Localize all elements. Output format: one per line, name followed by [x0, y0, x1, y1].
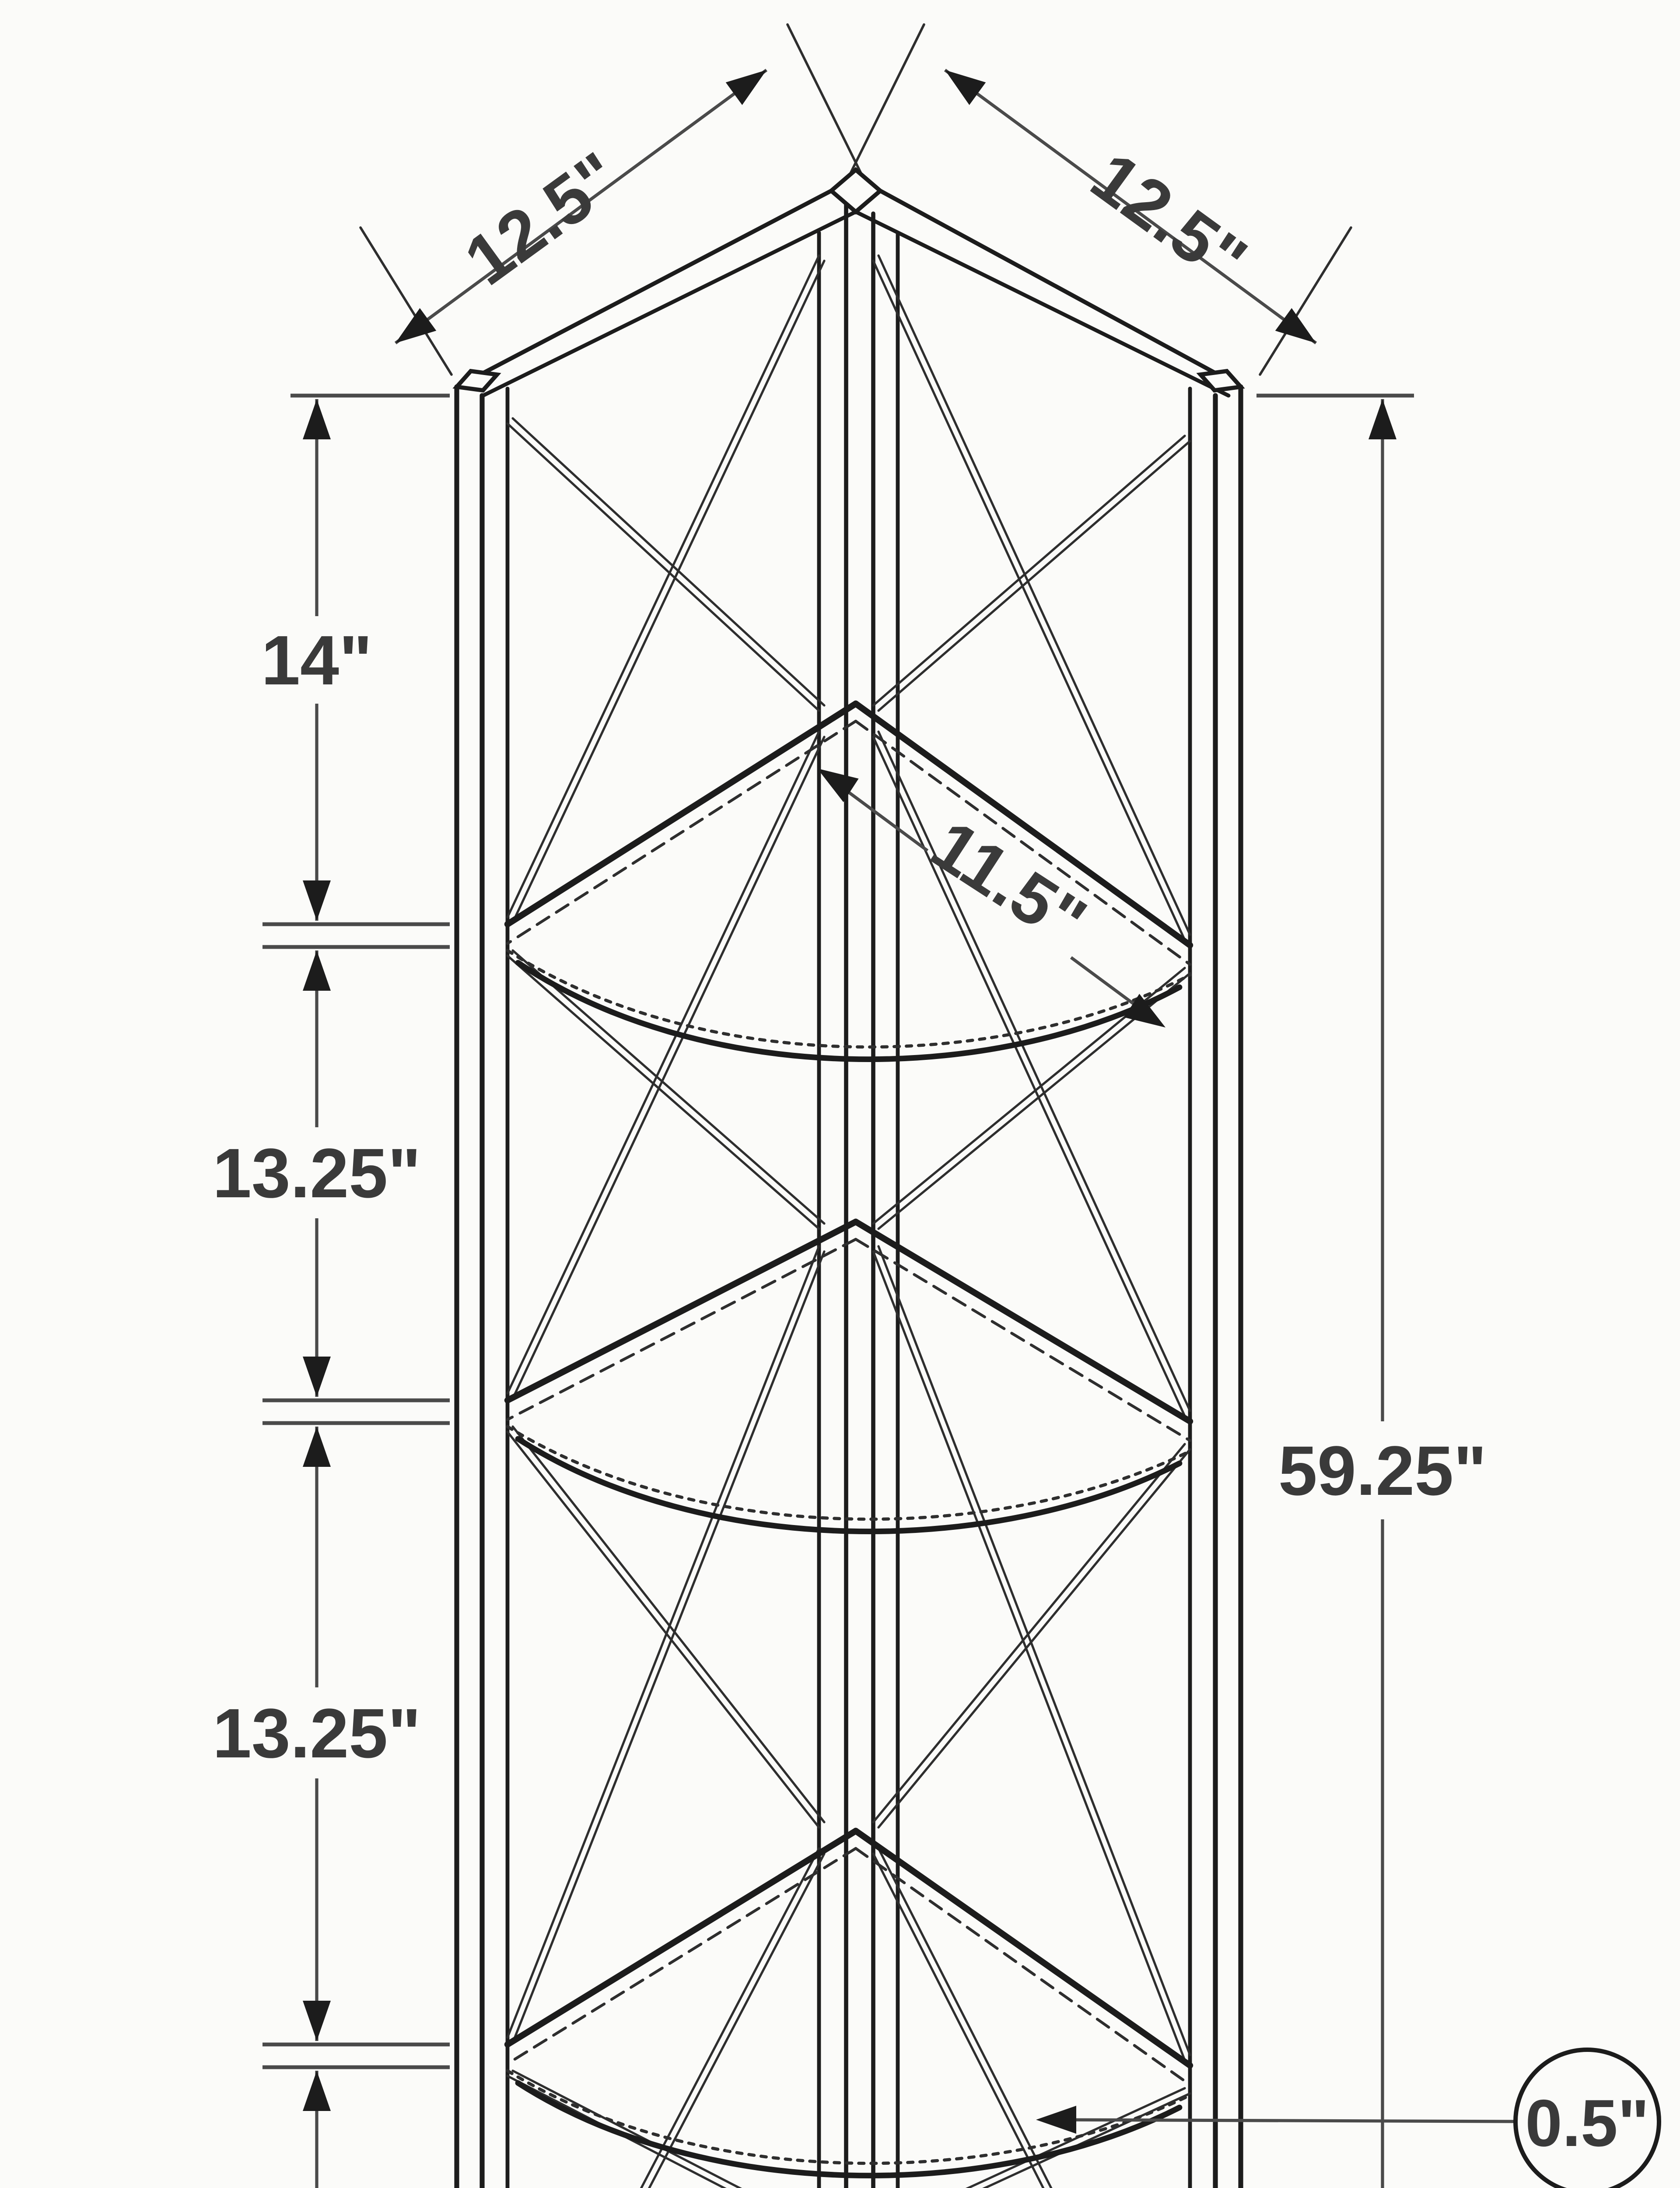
shelf-apron-top-arc	[506, 1425, 1192, 1521]
dim-label-14: 14"	[261, 621, 372, 699]
arrow-up	[303, 399, 331, 439]
dim-overall-height: 59.25"	[1278, 399, 1487, 2188]
arrow-down-left	[387, 308, 437, 354]
callout-shelf-thickness: 0.5"	[1036, 2048, 1661, 2188]
apex-joint	[828, 167, 884, 215]
x-brace-left-1	[506, 254, 826, 924]
cross-braces	[506, 254, 1191, 2188]
dimension-ticks	[262, 393, 1414, 2069]
right-post	[1188, 368, 1245, 2188]
shelf-3	[504, 1827, 1194, 2178]
shelf-under-edge	[854, 1847, 1192, 2086]
arrow-down	[303, 1357, 331, 1397]
shelf-under-edge	[506, 1238, 858, 1421]
arrow-down-right	[1275, 308, 1324, 354]
top-rail-left-inner	[481, 210, 858, 398]
top-rail-left-outer	[455, 189, 833, 389]
dim-chain-left: 14" 13.25" 13.25" 13.25"	[213, 399, 421, 2188]
left-post	[452, 368, 510, 2188]
dim-label-12-5-left: 12.5"	[451, 137, 634, 300]
frame	[452, 167, 1245, 2188]
dim-label-13-25-b: 13.25"	[213, 1694, 421, 1772]
callout-circle	[1513, 2048, 1661, 2188]
apex-extension-right	[844, 23, 925, 185]
arrow-down	[303, 880, 331, 921]
arrow-up-right	[725, 59, 775, 105]
arrow-down	[303, 2001, 331, 2041]
shelf-apron-bottom-arc	[515, 1436, 1183, 1534]
shelf-edge	[852, 1827, 1194, 2069]
shelf-apron-top-arc	[506, 2069, 1192, 2165]
shelf-under-edge	[854, 719, 1192, 966]
shelf-apron-bottom-arc	[515, 960, 1183, 1062]
arrow-up	[1368, 399, 1396, 439]
shelf-edge	[852, 1218, 1194, 1425]
arrow-up-left	[937, 59, 986, 105]
extension-lines	[359, 23, 1352, 376]
shelf-edge	[504, 700, 859, 928]
dim-line-left	[394, 69, 768, 344]
cap-extension-right	[1259, 226, 1352, 376]
x-brace-right-4	[872, 1847, 1191, 2188]
left-post-cap	[452, 368, 501, 393]
top-rail-right-inner	[854, 210, 1231, 398]
shelf-edge	[852, 700, 1194, 949]
shelf-edge	[504, 1827, 859, 2048]
shelf-under-edge	[506, 1847, 858, 2065]
shelf-edge	[504, 1218, 859, 1404]
dim-label-12-5-right: 12.5"	[1078, 137, 1261, 300]
x-brace-left-3	[506, 1245, 826, 2044]
callout-label-0-5: 0.5"	[1525, 2086, 1649, 2160]
shelf-1	[504, 700, 1194, 1062]
cap-extension-left	[359, 226, 453, 376]
arrow-up	[303, 950, 331, 991]
shelf-under-edge	[506, 719, 858, 945]
dim-line-right	[944, 69, 1317, 344]
shelf-apron-top-arc	[506, 949, 1192, 1049]
shelves	[504, 700, 1194, 2178]
right-post-cap	[1196, 368, 1245, 393]
x-brace-right-1	[872, 254, 1191, 941]
center-post	[817, 203, 900, 2188]
arrow-up	[303, 2071, 331, 2111]
dim-label-11-5: 11.5"	[918, 805, 1100, 961]
shelf-2	[504, 1218, 1194, 1534]
apex-extension-left	[786, 23, 868, 185]
x-brace-right-3	[872, 1245, 1191, 2062]
x-brace-left-2	[506, 730, 826, 1400]
top-rail-right-outer	[878, 189, 1243, 389]
dim-label-59-25: 59.25"	[1278, 1431, 1487, 1510]
dim-label-13-25-a: 13.25"	[213, 1134, 421, 1212]
arrow-left	[1036, 2106, 1076, 2134]
shelf-apron-bottom-arc	[515, 2080, 1183, 2178]
shelf-under-edge	[854, 1238, 1192, 1442]
arrow-up	[303, 1427, 331, 1467]
leader-line	[1050, 2118, 1516, 2123]
